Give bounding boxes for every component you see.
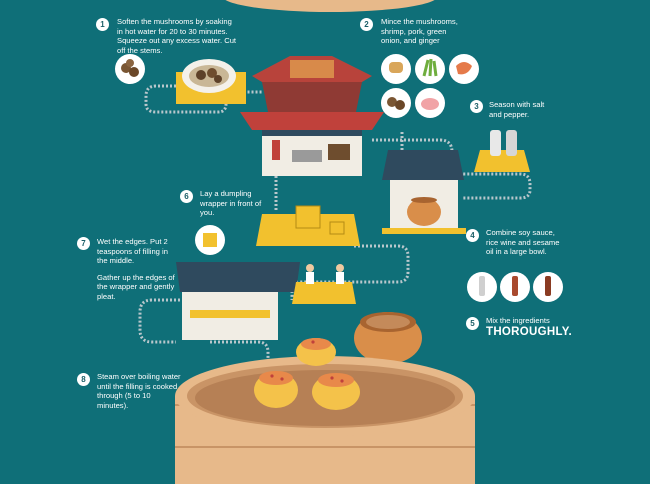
salt-pepper-shakers <box>474 130 530 172</box>
step-4-description: Combine soy sauce, rice wine and sesame … <box>486 228 560 257</box>
step-5-text: Mix the ingredients THOROUGHLY. <box>486 316 606 337</box>
step-5-description: Mix the ingredients <box>486 316 550 325</box>
mixing-house <box>382 150 466 234</box>
step-3-description: Season with salt and pepper. <box>489 100 545 119</box>
steamer-lid <box>225 0 435 12</box>
mushroom-bowl <box>176 59 246 104</box>
shiitake-mushroom-icon <box>115 54 145 84</box>
step-4-text: Combine soy sauce, rice wine and sesame … <box>486 228 566 257</box>
siu-mai-dumplings <box>254 338 360 410</box>
step-2-text: Mince the mushrooms, shrimp, pork, green… <box>381 17 469 46</box>
big-mixing-bowl <box>354 312 422 364</box>
step-number-4: 4 <box>466 229 479 242</box>
pleating-house <box>176 262 300 340</box>
step-6-text: Lay a dumpling wrapper in front of you. <box>200 189 276 218</box>
step-1-text: Soften the mushrooms by soaking in hot w… <box>117 17 237 55</box>
sauce-bottles <box>467 272 563 302</box>
pagoda-building <box>240 56 384 176</box>
step-number-7: 7 <box>77 237 90 250</box>
step-number-6: 6 <box>180 190 193 203</box>
ingredient-icons <box>381 54 479 118</box>
step-8-text: Steam over boiling water until the filli… <box>97 372 181 410</box>
workers-platform <box>292 264 356 304</box>
step-6-description: Lay a dumpling wrapper in front of you. <box>200 189 262 218</box>
step-number-1: 1 <box>96 18 109 31</box>
step-5-emphasis: THOROUGHLY. <box>486 325 572 338</box>
step-number-2: 2 <box>360 18 373 31</box>
step-number-3: 3 <box>470 100 483 113</box>
step-2-description: Mince the mushrooms, shrimp, pork, green… <box>381 17 458 46</box>
step-8-description: Steam over boiling water until the filli… <box>97 372 181 410</box>
step-3-text: Season with salt and pepper. <box>489 100 555 119</box>
wrapper-station <box>256 205 360 246</box>
step-7-description-2: Gather up the edges of the wrapper and g… <box>97 272 175 301</box>
step-number-5: 5 <box>466 317 479 330</box>
wrapper-icon <box>195 225 225 255</box>
step-number-8: 8 <box>77 373 90 386</box>
step-7-text: Wet the edges. Put 2 teaspoons of fillin… <box>97 237 177 302</box>
step-1-description: Soften the mushrooms by soaking in hot w… <box>117 17 237 55</box>
step-7-description: Wet the edges. Put 2 teaspoons of fillin… <box>97 237 168 266</box>
